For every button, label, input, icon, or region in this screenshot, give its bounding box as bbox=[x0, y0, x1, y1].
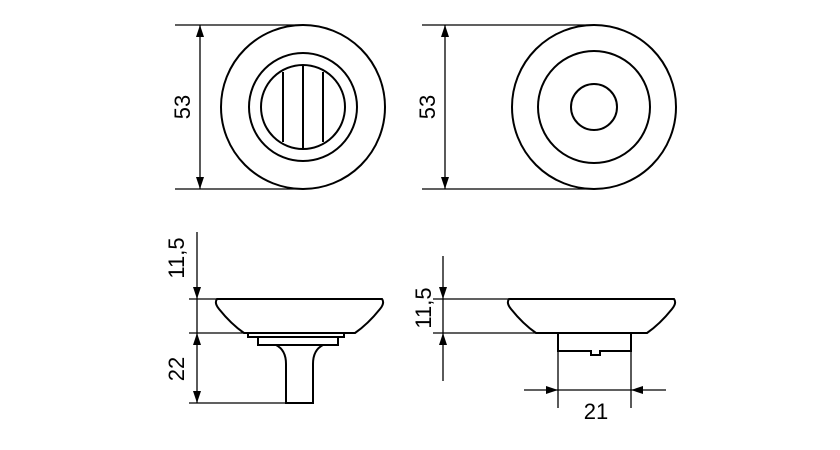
dimension-side-right: 11,5 21 bbox=[411, 256, 666, 424]
side-view-release bbox=[506, 298, 677, 356]
dim-label-53-left: 53 bbox=[170, 95, 195, 119]
dim-label-53-right: 53 bbox=[415, 95, 440, 119]
side-view-knob bbox=[214, 298, 385, 404]
dimension-height-right: 53 bbox=[415, 24, 594, 190]
dimension-side-left: 11,5 22 bbox=[164, 232, 286, 404]
front-view-knob bbox=[220, 24, 386, 190]
dim-label-11-5-left: 11,5 bbox=[164, 237, 189, 278]
dim-label-22: 22 bbox=[164, 357, 189, 381]
dim-label-11-5-right: 11,5 bbox=[411, 287, 436, 328]
dim-label-21: 21 bbox=[584, 399, 608, 424]
dimension-height-left: 53 bbox=[170, 24, 303, 190]
front-view-release bbox=[511, 24, 677, 190]
